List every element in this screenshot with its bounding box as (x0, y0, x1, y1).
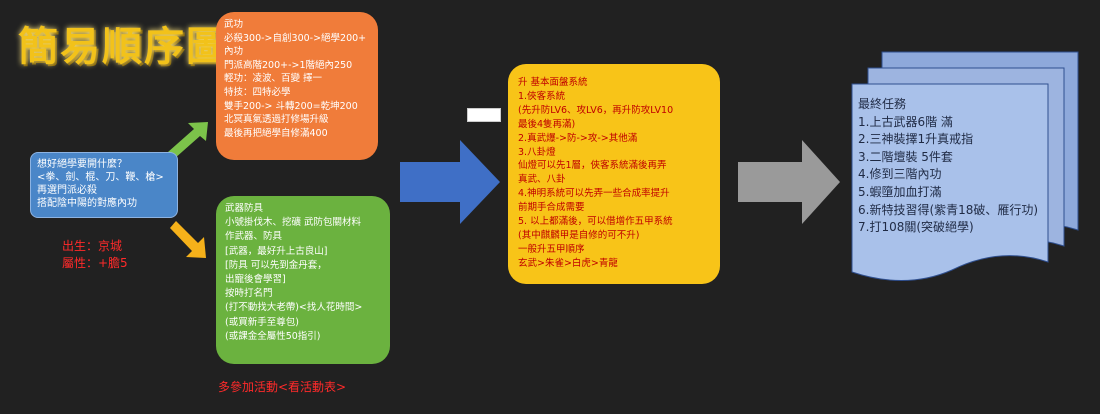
wugong-line: 北冥真氣透過打修場升級 (224, 114, 329, 126)
arrow-up-right-green (168, 122, 208, 159)
armor-line: (或買新手至尊包) (225, 316, 299, 328)
final-task-item: 1.上古武器6階 滿 (858, 114, 953, 129)
system-box: 升 基本面盤系統 1.俠客系統 (先升防LV6、攻LV6，再升防攻LV10 最後… (508, 64, 720, 284)
armor-line: (或課金全屬性50指引) (225, 330, 321, 342)
system-line: 2.真武爆->防->攻->其他滿 (518, 132, 638, 144)
arrow-down-right-orange (170, 221, 206, 258)
wugong-line: 必殺300->自創300->絕學200+ (224, 32, 367, 44)
final-task-item: 2.三神裝擇1升真戒指 (858, 132, 974, 147)
wugong-line: 武功 (224, 19, 244, 30)
wugong-line: 特技：四特必學 (224, 86, 291, 98)
start-line: 再選門派必殺 (37, 185, 97, 196)
arrow-right-gray (738, 140, 840, 224)
system-line: 玄武>朱雀>白虎>青龍 (518, 257, 618, 269)
system-line: 仙燈可以先1層，俠客系統滿後再弄 (518, 160, 667, 172)
system-line: 前期手合成需要 (518, 202, 585, 214)
wugong-line: 內功 (224, 46, 244, 58)
armor-line: 按時打名門 (225, 288, 273, 300)
armor-line: (打不動找大老帶)<找人花時間> (225, 302, 363, 314)
wugong-box: 武功 必殺300->自創300->絕學200+ 內功 門派高階200+->1階絕… (216, 12, 378, 160)
armor-line: [武器，最好升上古良山] (225, 245, 328, 257)
system-line: 5. 以上都滿後，可以借增作五甲系統 (518, 216, 673, 228)
activity-note: 多參加活動<看活動表> (218, 380, 347, 394)
origin-note: 出生：京城 屬性：+膽5 (62, 238, 128, 272)
system-line: 3.八卦燈 (518, 146, 556, 158)
armor-line: 小號掛伐木、挖礦 武防包關材料 (225, 217, 362, 229)
start-line: <拳、劍、棍、刀、鞭、槍> (37, 172, 164, 183)
system-line: 最後4隻再滿) (518, 118, 576, 130)
final-task-item: 3.二階壇裝 5件套 (858, 149, 953, 164)
small-placeholder-rect (467, 108, 501, 122)
armor-line: 武器防具 (225, 203, 264, 214)
final-task-list: 最終任務 1.上古武器6階 滿 2.三神裝擇1升真戒指 3.二階壇裝 5件套 4… (858, 96, 1038, 237)
final-task-item: 4.修到三階內功 (858, 167, 942, 182)
start-line: 搭配陰中陽的對應內功 (37, 198, 137, 209)
origin-line: 屬性：+膽5 (62, 256, 128, 270)
start-line: 想好絕學要開什麼？ (37, 159, 127, 170)
final-task-document-stack (851, 51, 1079, 282)
origin-line: 出生：京城 (62, 239, 123, 253)
final-task-item: 7.打108關(突破絕學) (858, 220, 974, 235)
armor-line: 作武器、防具 (225, 231, 283, 243)
final-task-heading: 最終任務 (858, 97, 907, 111)
system-line: (其中麒麟甲是自修的可不升) (518, 229, 640, 241)
wugong-line: 最後再把絕學自修滿400 (224, 127, 328, 139)
system-line: 真武、八卦 (518, 174, 566, 186)
armor-line: 出寵後會學習] (225, 274, 286, 286)
start-question-box: 想好絕學要開什麼？ <拳、劍、棍、刀、鞭、槍> 再選門派必殺 搭配陰中陽的對應內… (30, 152, 178, 218)
wugong-line: 雙手200-> 斗轉200=乾坤200 (224, 100, 358, 112)
system-line: (先升防LV6、攻LV6，再升防攻LV10 (518, 104, 674, 116)
system-line: 4.神明系統可以先弄一些合成率提升 (518, 188, 670, 200)
page-title: 簡易順序圖 (18, 23, 228, 70)
final-task-item: 6.新特技習得(紫青18破、雁行功) (858, 202, 1039, 217)
system-line: 一般升五甲順序 (518, 243, 585, 255)
wugong-line: 門派高階200+->1階絕內250 (224, 59, 353, 71)
system-line: 1.俠客系統 (518, 90, 566, 102)
final-task-item: 5.蝦墮加血打滿 (858, 184, 942, 199)
armor-line: [防具 可以先到金丹套， (225, 259, 327, 271)
system-line: 升 基本面盤系統 (518, 77, 588, 88)
armor-box: 武器防具 小號掛伐木、挖礦 武防包關材料 作武器、防具 [武器，最好升上古良山]… (216, 196, 390, 364)
arrow-right-blue (400, 140, 500, 224)
wugong-line: 輕功：凌波、百變 擇一 (224, 73, 323, 85)
